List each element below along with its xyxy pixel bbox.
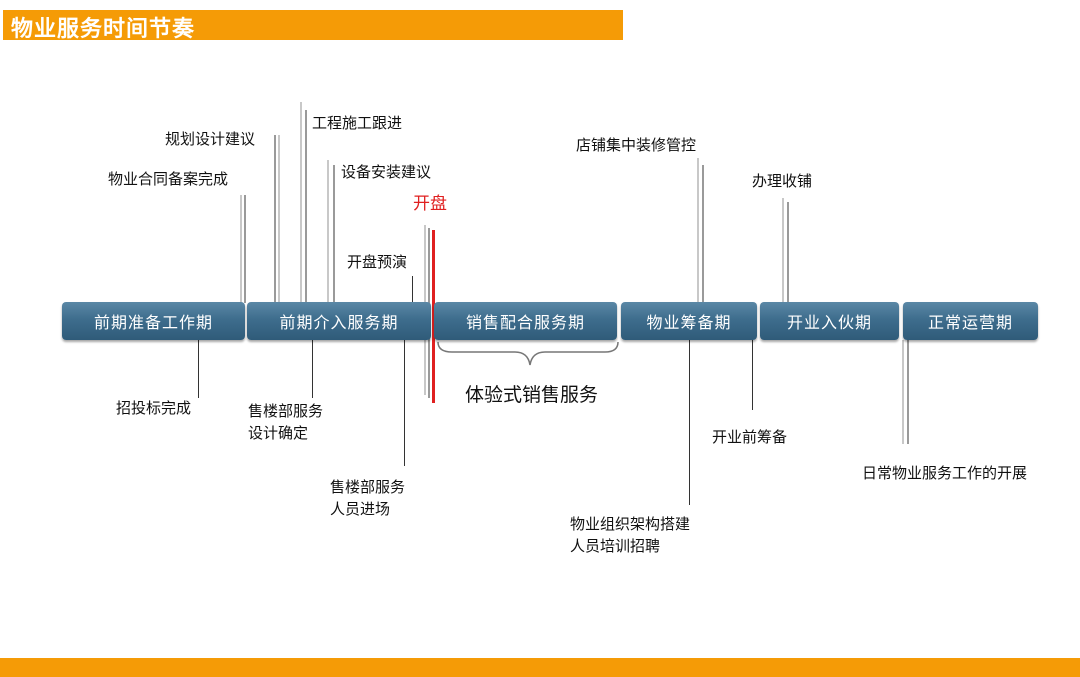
sales-brace: [437, 341, 619, 366]
phase-early-intervention: 前期介入服务期: [247, 302, 431, 340]
phase-label: 前期介入服务期: [279, 313, 399, 332]
title-bar: 物业服务时间节奏: [3, 10, 623, 42]
label-equipment: 设备安装建议: [341, 163, 432, 181]
label-salesstaff-line2: 人员进场: [330, 500, 391, 518]
connector-construction-dark: [305, 110, 307, 303]
connector-preopening: [752, 340, 753, 410]
phase-label: 前期准备工作期: [93, 313, 213, 332]
connector-handover-dark: [787, 202, 789, 303]
connector-planning: [274, 135, 276, 303]
phase-preparation-property: 物业筹备期: [621, 302, 757, 340]
label-experience: 体验式销售服务: [465, 384, 599, 406]
connector-contract-dark: [244, 195, 246, 303]
connector-routine-light: [902, 340, 904, 444]
connector-salesstaff: [404, 340, 405, 466]
label-bidding: 招投标完成: [116, 399, 192, 417]
phase-label: 销售配合服务期: [465, 313, 585, 332]
phase-sales-support: 销售配合服务期: [434, 302, 617, 340]
label-salesstaff-line1: 售楼部服务: [330, 478, 406, 496]
phase-preparation: 前期准备工作期: [62, 302, 245, 340]
label-org-line1: 物业组织架构搭建: [570, 515, 691, 533]
label-contract: 物业合同备案完成: [108, 170, 229, 188]
label-salesdesign-line2: 设计确定: [248, 424, 309, 442]
phase-normal-operation: 正常运营期: [903, 302, 1038, 340]
connector-equipment: [327, 160, 329, 303]
label-construction: 工程施工跟进: [312, 114, 403, 132]
page-title: 物业服务时间节奏: [11, 17, 196, 42]
label-decoration: 店铺集中装修管控: [576, 136, 697, 154]
label-salesdesign-line1: 售楼部服务: [248, 402, 324, 420]
label-planning: 规划设计建议: [165, 130, 256, 148]
label-preopening: 开业前筹备: [712, 428, 788, 446]
connector-contract: [240, 195, 242, 303]
phase-opening-move-in: 开业入伙期: [760, 302, 899, 340]
connector-construction: [300, 102, 302, 303]
label-handover: 办理收铺: [752, 172, 813, 190]
label-routine: 日常物业服务工作的开展: [862, 464, 1028, 482]
connector-decoration-dark: [702, 165, 704, 303]
connector-rehearsal: [412, 276, 413, 303]
connector-salesdesign: [312, 340, 313, 398]
connector-org: [689, 340, 690, 505]
label-rehearsal: 开盘预演: [347, 253, 408, 271]
connector-handover: [782, 198, 784, 303]
phase-label: 开业入伙期: [786, 313, 872, 332]
connector-routine: [907, 340, 909, 444]
phase-label: 物业筹备期: [646, 313, 732, 332]
opening-marker-line: [432, 230, 435, 403]
connector-planning-light: [278, 135, 280, 303]
label-opening: 开盘: [413, 194, 447, 214]
connector-bidding: [198, 340, 199, 398]
label-org-line2: 人员培训招聘: [570, 537, 661, 555]
footer-bar: [0, 658, 1080, 677]
phase-label: 正常运营期: [927, 313, 1013, 332]
connector-decoration: [697, 158, 699, 303]
connector-equipment-dark: [333, 165, 335, 303]
